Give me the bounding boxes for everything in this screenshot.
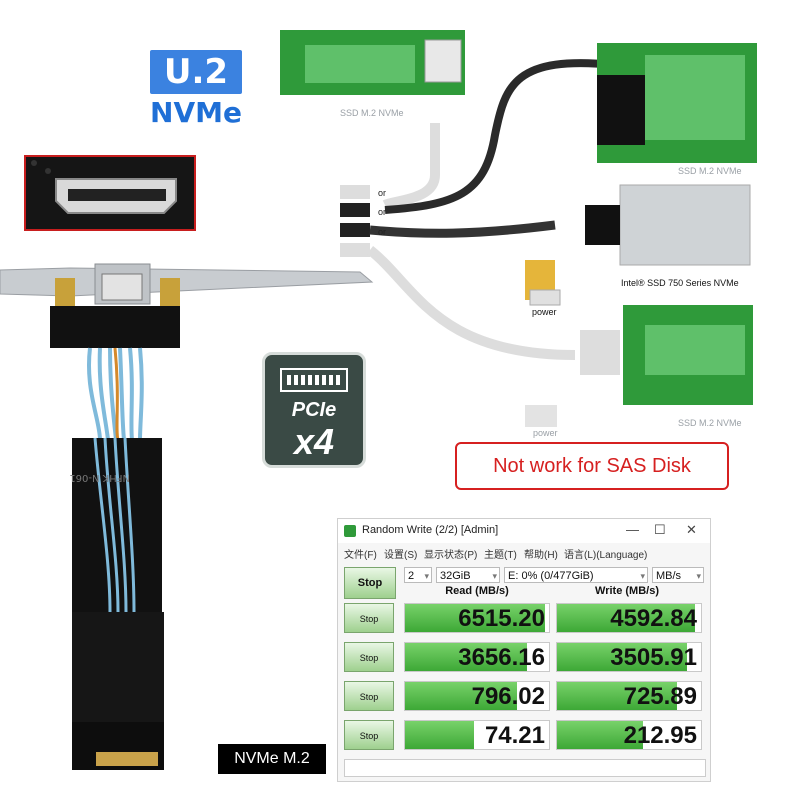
write-result: 4592.84 [556, 603, 702, 633]
power-caption-2: power [533, 428, 558, 438]
result-row-2: Stop 3656.16 3505.91 [344, 640, 706, 674]
intel-ssd-caption: Intel® SSD 750 Series NVMe [621, 278, 739, 288]
write-value: 725.89 [623, 683, 697, 710]
stop-button[interactable]: Stop [344, 681, 394, 711]
menu-help[interactable]: 帮助(H) [524, 550, 558, 561]
write-bar-fill [557, 682, 677, 710]
pcie-slot-icon [280, 368, 348, 392]
pcie-label: PCIe [291, 399, 337, 421]
sas-warning: Not work for SAS Disk [455, 442, 729, 490]
stop-button[interactable]: Stop [344, 720, 394, 750]
status-bar [344, 759, 706, 777]
read-value: 3656.16 [458, 644, 545, 671]
result-row-4: Stop 74.21 212.95 [344, 718, 706, 752]
count-select[interactable]: 2▾ [404, 567, 432, 583]
benchmark-window: Random Write (2/2) [Admin] — ☐ ✕ 文件(F) 设… [337, 518, 711, 782]
write-column-header: Write (MB/s) [595, 585, 659, 597]
write-result: 725.89 [556, 681, 702, 711]
chevron-down-icon: ▾ [696, 571, 701, 581]
title-bar: Random Write (2/2) [Admin] — ☐ ✕ [338, 519, 710, 543]
menu-language[interactable]: 语言(L)(Language) [564, 550, 648, 561]
or-label-1: or [378, 188, 387, 198]
stop-button[interactable]: Stop [344, 642, 394, 672]
unit-value: MB/s [656, 570, 682, 582]
right-board-caption: SSD M.2 NVMe [678, 166, 742, 176]
size-value: 32GiB [440, 570, 471, 582]
top-board-caption: SSD M.2 NVMe [340, 108, 404, 118]
write-value: 3505.91 [610, 644, 697, 671]
chevron-down-icon: ▾ [640, 571, 645, 581]
write-value: 4592.84 [610, 605, 697, 632]
write-bar-fill [557, 604, 696, 632]
window-title: Random Write (2/2) [Admin] [362, 524, 499, 536]
write-bar-fill [557, 643, 687, 671]
pcie-x4-badge: PCIe x4 [262, 352, 366, 468]
count-value: 2 [408, 570, 415, 582]
write-value: 212.95 [623, 722, 697, 749]
write-result: 3505.91 [556, 642, 702, 672]
read-value: 74.21 [484, 722, 545, 749]
close-icon[interactable]: ✕ [686, 522, 697, 537]
or-label-2: or [378, 207, 387, 217]
size-select[interactable]: 32GiB ▾ [436, 567, 500, 583]
menu-file[interactable]: 文件(F) [344, 550, 377, 561]
menu-view[interactable]: 显示状态(P) [424, 550, 478, 561]
minimize-icon[interactable]: — [626, 522, 639, 537]
drive-select[interactable]: E: 0% (0/477GiB) ▾ [504, 567, 648, 583]
drive-value: E: 0% (0/477GiB) [508, 570, 594, 582]
menu-settings[interactable]: 设置(S) [384, 550, 418, 561]
port-closeup-photo [24, 155, 196, 231]
u2-badge-bottom: NVMe [150, 96, 242, 129]
stop-all-button[interactable]: Stop [344, 567, 396, 599]
write-result: 212.95 [556, 720, 702, 750]
toolbar: Stop 2▾ 32GiB▾ E: 0% (0/477GiB)▾ MB/s▾ R… [338, 563, 710, 599]
port-connector-icon [26, 157, 194, 229]
read-result: 74.21 [404, 720, 550, 750]
x4-label: x4 [293, 421, 335, 462]
read-bar-fill [405, 721, 475, 749]
maximize-icon[interactable]: ☐ [654, 522, 666, 537]
app-icon [344, 525, 356, 537]
svg-text:NFHK N-061: NFHK N-061 [69, 472, 130, 483]
pcie-bracket-cable-photo: NFHK N-061 [0, 263, 374, 770]
chevron-down-icon: ▾ [424, 571, 429, 581]
read-bar-fill [405, 643, 528, 671]
read-result: 6515.20 [404, 603, 550, 633]
menu-bar: 文件(F) 设置(S) 显示状态(P) 主题(T) 帮助(H) 语言(L)(La… [338, 543, 710, 561]
read-result: 3656.16 [404, 642, 550, 672]
read-value: 796.02 [471, 683, 545, 710]
read-value: 6515.20 [458, 605, 545, 632]
read-result: 796.02 [404, 681, 550, 711]
result-row-1: Stop 6515.20 4592.84 [344, 601, 706, 635]
chevron-down-icon: ▾ [492, 571, 497, 581]
power-caption-1: power [532, 307, 557, 317]
read-bar-fill [405, 682, 518, 710]
u2-badge-top: U.2 [150, 50, 242, 94]
bottom-board-caption: SSD M.2 NVMe [678, 418, 742, 428]
result-row-3: Stop 796.02 725.89 [344, 679, 706, 713]
stop-button[interactable]: Stop [344, 603, 394, 633]
device-compatibility-photo [280, 30, 757, 427]
read-column-header: Read (MB/s) [445, 585, 509, 597]
read-bar-fill [405, 604, 545, 632]
or-label-3: or [378, 227, 387, 237]
menu-theme[interactable]: 主题(T) [484, 550, 517, 561]
u2-nvme-badge: U.2 NVMe [150, 50, 242, 130]
nvme-m2-label: NVMe M.2 [218, 744, 326, 774]
write-bar-fill [557, 721, 644, 749]
unit-select[interactable]: MB/s ▾ [652, 567, 704, 583]
